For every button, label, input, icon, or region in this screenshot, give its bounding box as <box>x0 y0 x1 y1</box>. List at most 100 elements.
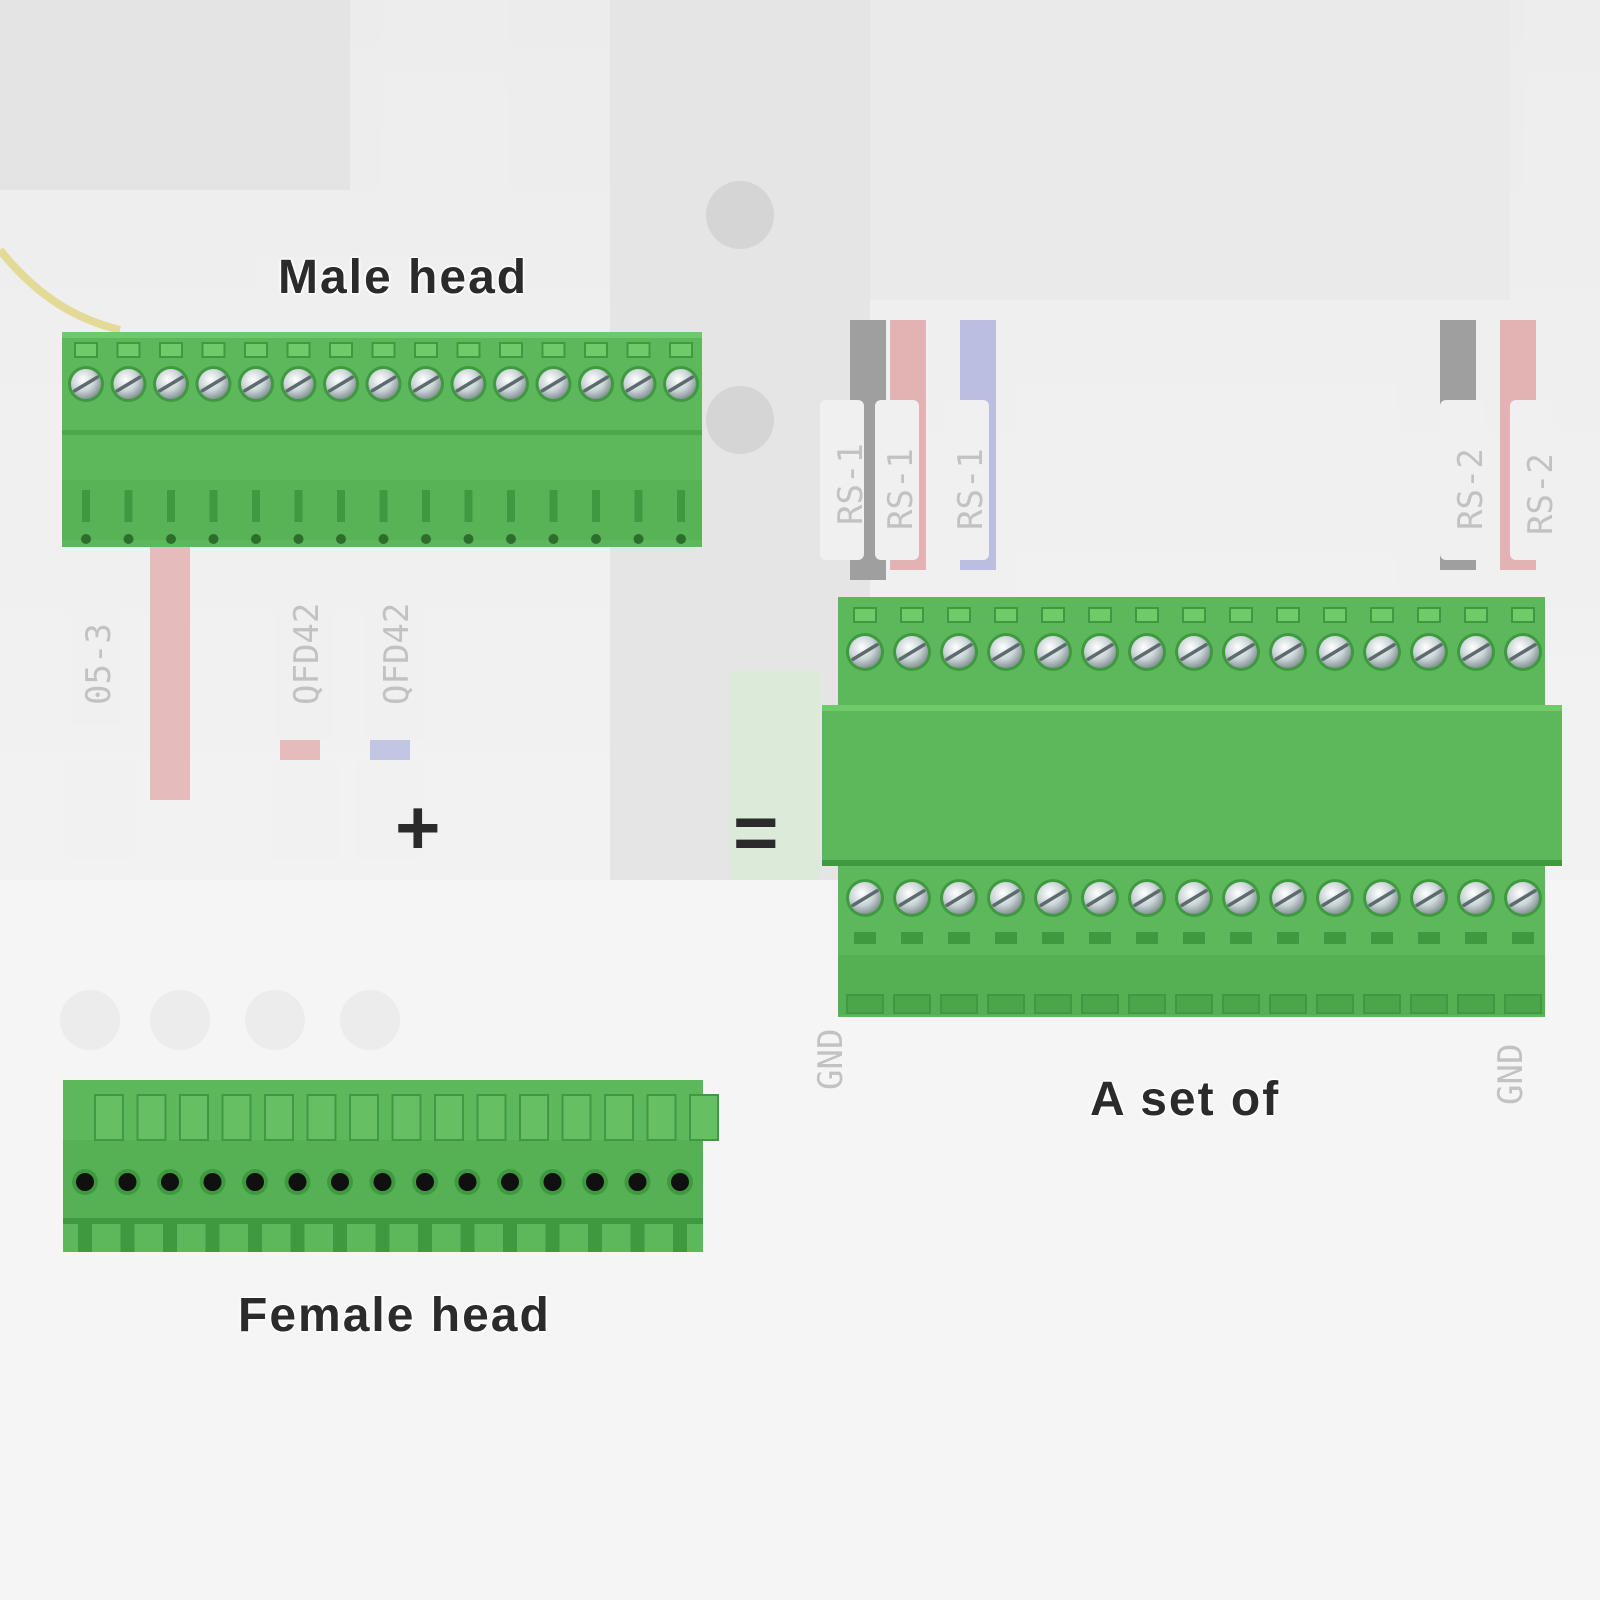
pin-foot <box>1410 994 1448 1014</box>
pin-tab <box>1183 932 1205 944</box>
wire-tag: 05-3 <box>79 623 119 705</box>
pin-hole <box>327 1169 353 1195</box>
wire-tag: RS-2 <box>1521 453 1561 535</box>
pin-slot <box>1088 607 1112 623</box>
tooth <box>290 1224 305 1252</box>
pin-hole <box>539 1169 566 1195</box>
wire-tag: RS-1 <box>881 448 921 530</box>
screw-icon <box>893 879 931 917</box>
rib <box>136 1094 167 1141</box>
rib <box>561 1094 592 1141</box>
pin-foot <box>1457 994 1495 1014</box>
pin-slot <box>1135 607 1159 623</box>
pin-foot <box>1222 994 1260 1014</box>
pin-tab <box>1324 932 1346 944</box>
pin-tab <box>1136 932 1158 944</box>
pin-slot <box>74 342 98 358</box>
pin-slot <box>1182 607 1206 623</box>
pin-slot <box>1370 607 1394 623</box>
screw-icon <box>846 633 884 671</box>
pin-slot <box>853 607 877 623</box>
tooth <box>78 1224 92 1252</box>
rib <box>179 1094 209 1141</box>
screw-icon <box>846 879 884 917</box>
pin-hole <box>123 534 134 544</box>
screw-icon <box>1081 879 1119 917</box>
pin-foot <box>1128 994 1166 1014</box>
pin-slot <box>1464 607 1488 623</box>
tooth <box>333 1224 347 1252</box>
pin-slot <box>1323 607 1347 623</box>
screw-icon <box>940 879 978 917</box>
screw-icon <box>1034 633 1072 671</box>
pin-slot <box>994 607 1018 623</box>
pin-hole <box>72 1169 98 1195</box>
wire-tag: QFD42 <box>377 603 417 705</box>
pin-hole <box>378 534 389 544</box>
rib <box>391 1094 422 1141</box>
pin-hole <box>114 1169 141 1195</box>
female-head-label: Female head <box>238 1289 551 1342</box>
pin-hole <box>582 1169 608 1195</box>
rib <box>264 1094 294 1141</box>
pin-hole <box>336 534 346 544</box>
pin-foot <box>846 994 884 1014</box>
screw-icon <box>987 879 1025 917</box>
tooth <box>630 1224 645 1252</box>
pin-hole <box>199 1169 226 1195</box>
screw-icon <box>1269 879 1307 917</box>
screw-icon <box>323 366 359 402</box>
pin-tab <box>1230 932 1252 944</box>
screw-icon <box>1363 633 1401 671</box>
pin-foot <box>1034 994 1072 1014</box>
rib <box>82 490 90 522</box>
pin-slot <box>1417 607 1441 623</box>
pin-hole <box>293 534 304 544</box>
female-head-connector <box>63 1080 719 1252</box>
pin-hole <box>667 1169 693 1195</box>
screw-icon <box>578 366 614 402</box>
rib <box>94 1094 124 1141</box>
tooth <box>673 1224 687 1252</box>
pin-hole <box>284 1169 311 1195</box>
rib <box>422 490 430 522</box>
pin-tab <box>948 932 970 944</box>
male-head-connector <box>62 332 702 547</box>
pin-slot <box>116 342 141 358</box>
pin-hole <box>463 534 474 544</box>
rib <box>337 490 345 522</box>
screw-icon <box>1222 633 1260 671</box>
rib <box>549 490 558 522</box>
rib <box>604 1094 634 1141</box>
pin-foot <box>1175 994 1213 1014</box>
screw-icon <box>1128 633 1166 671</box>
screw-icon <box>1269 633 1307 671</box>
pin-foot <box>1269 994 1307 1014</box>
pin-tab <box>901 932 923 944</box>
pin-hole <box>251 534 261 544</box>
pin-slot <box>1276 607 1300 623</box>
rib <box>434 1094 464 1141</box>
pin-tab <box>1465 932 1487 944</box>
pin-foot <box>1504 994 1542 1014</box>
rib <box>464 490 473 522</box>
tooth <box>205 1224 220 1252</box>
screw-icon <box>663 366 699 402</box>
screw-icon <box>1504 633 1542 671</box>
screw-icon <box>1175 633 1213 671</box>
screw-icon <box>940 633 978 671</box>
pin-tab <box>1089 932 1111 944</box>
rib <box>379 490 388 522</box>
pin-slot <box>201 342 226 358</box>
pin-tab <box>1042 932 1064 944</box>
rib <box>221 1094 252 1141</box>
rib <box>167 490 175 522</box>
pin-hole <box>369 1169 396 1195</box>
pin-tab <box>854 932 876 944</box>
pin-hole <box>454 1169 481 1195</box>
screw-icon <box>493 366 529 402</box>
tooth <box>248 1224 262 1252</box>
pin-foot <box>1081 994 1119 1014</box>
screw-icon <box>1457 879 1495 917</box>
